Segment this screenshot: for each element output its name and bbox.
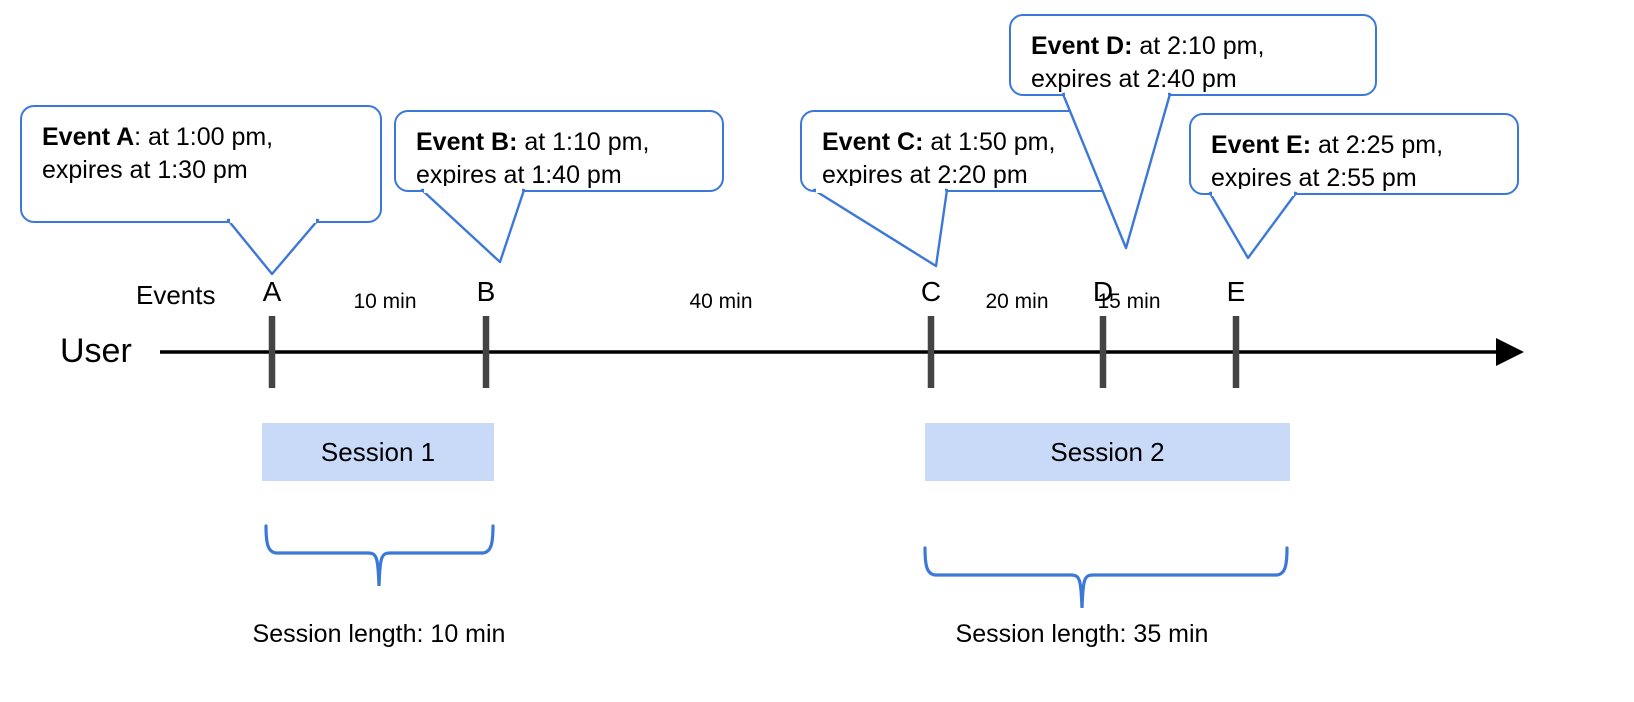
callout-event-a-line2: expires at 1:30 pm	[42, 156, 248, 185]
callout-event-d-rest: at 2:10 pm,	[1132, 32, 1265, 60]
callout-event-c-line1: Event C: at 1:50 pm,	[822, 126, 1120, 159]
gap-label-c-d: 20 min	[985, 290, 1049, 313]
callout-event-a: Event A: at 1:00 pm, expires at 1:30 pm	[20, 105, 382, 223]
callout-event-d-line2: expires at 2:40 pm	[1031, 65, 1237, 94]
event-ticks	[268, 316, 1240, 388]
callout-tail-a	[226, 218, 320, 276]
callout-event-b: Event B: at 1:10 pm, expires at 1:40 pm	[394, 110, 724, 192]
callout-event-b-line1: Event B: at 1:10 pm,	[416, 126, 704, 159]
tick-label-d: D	[1092, 276, 1114, 307]
callout-event-b-bold: Event B:	[416, 128, 518, 156]
tick-label-c: C	[920, 276, 942, 307]
callout-event-d: Event D: at 2:10 pm, expires at 2:40 pm	[1009, 14, 1377, 96]
callout-event-a-rest: : at 1:00 pm,	[134, 123, 274, 151]
session-2-brace	[923, 546, 1289, 609]
tick-label-b: B	[476, 276, 496, 307]
callout-event-e-rest: at 2:25 pm,	[1311, 131, 1444, 159]
session-2-box: Session 2	[925, 423, 1290, 481]
callout-event-c: Event C: at 1:50 pm, expires at 2:20 pm	[800, 110, 1140, 192]
callout-event-c-bold: Event C:	[822, 128, 924, 156]
callout-event-a-line1: Event A: at 1:00 pm,	[42, 121, 362, 154]
callout-event-d-line1: Event D: at 2:10 pm,	[1031, 30, 1357, 63]
session-1-length-label: Session length: 10 min	[252, 620, 506, 648]
callout-tail-b	[420, 188, 526, 264]
callout-event-e-line2: expires at 2:55 pm	[1211, 164, 1417, 193]
session-1-brace	[264, 524, 495, 587]
session-1-box: Session 1	[262, 423, 494, 481]
timeline-axis	[160, 338, 1524, 366]
gap-label-d-e: 15 min	[1097, 290, 1161, 313]
callout-event-b-line2: expires at 1:40 pm	[416, 161, 622, 190]
callout-event-e: Event E: at 2:25 pm, expires at 2:55 pm	[1189, 113, 1519, 195]
events-row-label: Events	[136, 280, 216, 310]
callout-event-a-bold: Event A	[42, 123, 135, 151]
session-2-length-label: Session length: 35 min	[955, 620, 1209, 648]
callout-event-e-bold: Event E:	[1211, 131, 1312, 159]
callout-event-c-line2: expires at 2:20 pm	[822, 161, 1028, 190]
axis-label-user: User	[60, 332, 132, 370]
session-2-label: Session 2	[1050, 436, 1165, 467]
timeline-arrowhead	[1496, 338, 1524, 366]
callout-event-c-rest: at 1:50 pm,	[923, 128, 1056, 156]
tick-label-e: E	[1226, 276, 1246, 307]
callout-event-b-rest: at 1:10 pm,	[517, 128, 650, 156]
callout-event-e-line1: Event E: at 2:25 pm,	[1211, 129, 1499, 162]
callout-event-d-bold: Event D:	[1031, 32, 1133, 60]
gap-label-b-c: 40 min	[689, 290, 753, 313]
tick-label-a: A	[262, 276, 282, 307]
callout-tail-e	[1208, 191, 1298, 260]
gap-label-a-b: 10 min	[353, 290, 417, 313]
session-1-label: Session 1	[320, 436, 436, 467]
callout-tail-c	[812, 188, 949, 268]
